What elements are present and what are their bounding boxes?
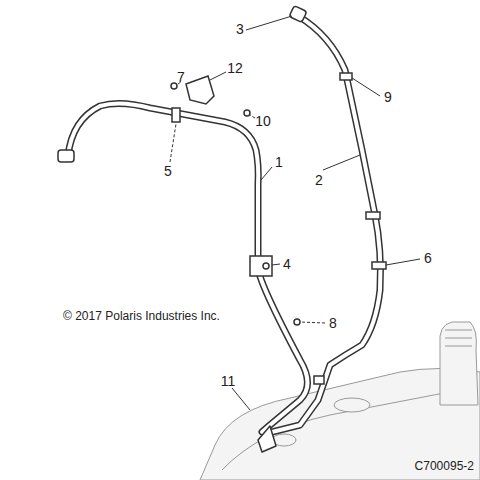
- hose-outline: [68, 103, 308, 432]
- clamp: [314, 376, 324, 384]
- screw: [294, 319, 300, 325]
- callout-number: 5: [163, 163, 173, 179]
- callout-number: 7: [176, 69, 186, 85]
- callout-number: 1: [274, 154, 284, 170]
- clamp: [372, 262, 386, 269]
- fuel-tank: [200, 322, 480, 480]
- copyright-notice: © 2017 Polaris Industries Inc.: [62, 309, 221, 323]
- callout-number: 2: [314, 172, 324, 188]
- hose-fitting: [58, 150, 74, 162]
- callout-number: 6: [423, 250, 433, 266]
- hose-fitting: [289, 6, 307, 23]
- bracket: [186, 76, 214, 104]
- screw: [171, 83, 177, 89]
- callout-number: 4: [282, 256, 292, 272]
- clamp-hole: [263, 263, 269, 269]
- callout-number: 9: [383, 89, 393, 105]
- tank-edge: [222, 388, 470, 470]
- leader: [352, 78, 380, 96]
- clamp: [366, 212, 380, 219]
- callout-number: 11: [220, 373, 237, 389]
- vent-hose: [58, 103, 308, 432]
- nut: [244, 110, 250, 116]
- clamp: [172, 108, 180, 122]
- tee-fitting: [258, 426, 276, 452]
- hose-clamps: [171, 73, 386, 384]
- tank-body: [200, 369, 480, 480]
- leader: [386, 259, 420, 265]
- callout-number: 10: [254, 113, 272, 129]
- vent-hose: [258, 6, 380, 452]
- leader: [170, 124, 176, 162]
- leader: [250, 115, 255, 118]
- tank-cap: [334, 398, 370, 412]
- shift-grip: [445, 330, 472, 346]
- shift-lever: [440, 322, 478, 405]
- callout-number: 3: [235, 21, 245, 37]
- leader-lines: [170, 16, 420, 410]
- hose-inner: [272, 16, 380, 432]
- callout-number: 12: [226, 60, 244, 76]
- leader: [272, 264, 280, 265]
- drawing-code: C700095-2: [414, 459, 475, 473]
- leader: [246, 16, 292, 30]
- leader: [210, 72, 226, 80]
- hose-outline: [272, 16, 380, 432]
- leader: [323, 155, 360, 170]
- leader: [232, 388, 250, 410]
- leader: [300, 322, 325, 323]
- clamp: [340, 73, 352, 80]
- mount-clamp: [250, 256, 272, 276]
- leader: [261, 167, 272, 180]
- hose-inner: [68, 103, 308, 432]
- callout-number: 8: [328, 315, 338, 331]
